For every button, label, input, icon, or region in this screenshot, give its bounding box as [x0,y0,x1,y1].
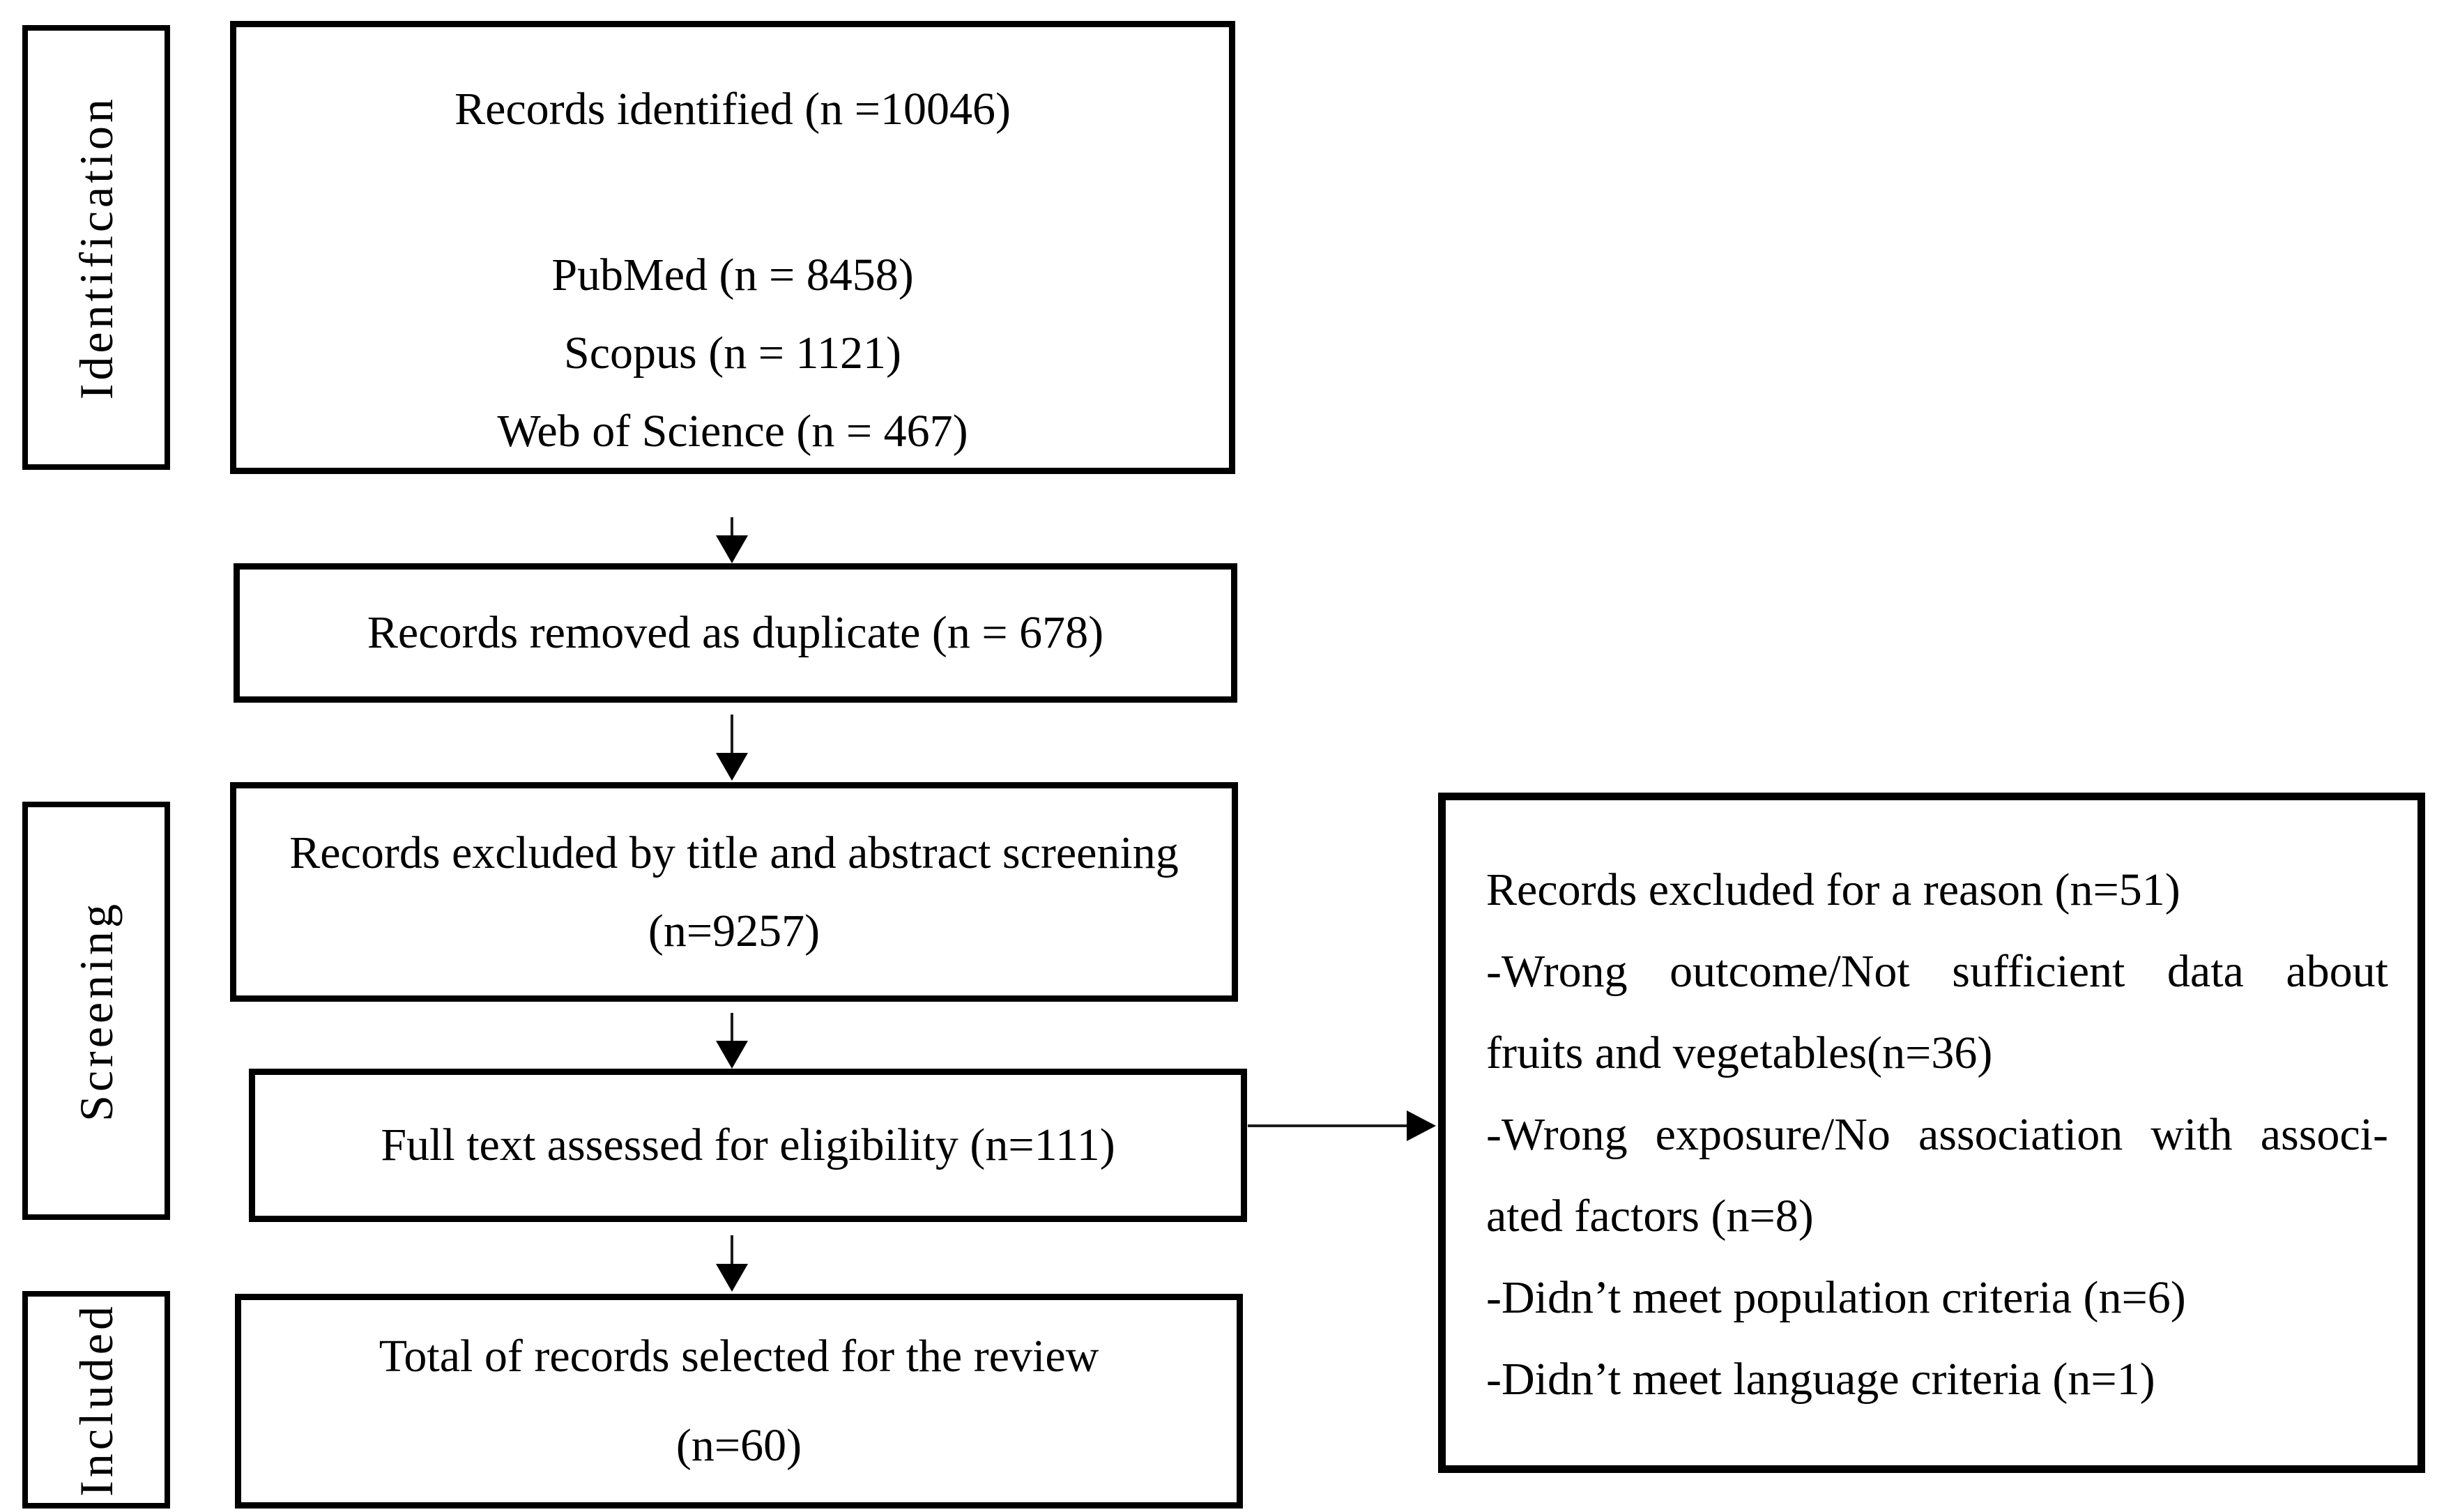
box-duplicates-removed: Records removed as duplicate (n = 678) [234,563,1237,703]
title-abstract-excluded-line1: Records excluded by title and abstract s… [289,827,1179,878]
box-exclusion-reasons: Records excluded for a reason (n=51) -Wr… [1438,793,2425,1473]
box-records-selected: Total of records selected for the review… [235,1294,1243,1509]
exclusion-reason-population: -Didn’t meet population criteria (n=6) [1486,1272,2186,1323]
records-identified-spacer [236,148,1229,236]
arrow-stem [731,1235,733,1265]
source-scopus: Scopus (n = 1121) [564,328,901,379]
full-text-assessed-text: Full text assessed for eligibility (n=11… [381,1120,1115,1170]
stage-identification-label: Identification [69,95,123,400]
arrow-head-icon [1407,1110,1436,1141]
box-full-text-assessed: Full text assessed for eligibility (n=11… [249,1069,1247,1222]
title-abstract-excluded-count: (n=9257) [648,905,820,956]
exclusion-reason-wrong-outcome: -Wrong outcome/Not sufficient data about [1486,946,2388,997]
stage-identification: Identification [22,25,170,470]
stage-included: Included [22,1291,170,1509]
exclusion-reason-wrong-exposure-cont: ated factors (n=8) [1486,1191,1814,1242]
exclusion-reasons-title: Records excluded for a reason (n=51) [1486,864,2180,915]
stage-screening: Screening [22,802,170,1220]
records-selected-count: (n=60) [675,1420,802,1471]
box-title-abstract-excluded: Records excluded by title and abstract s… [230,782,1238,1002]
records-selected-line1: Total of records selected for the review [379,1331,1099,1382]
arrow-head-icon [716,753,748,781]
duplicates-removed-text: Records removed as duplicate (n = 678) [367,607,1104,658]
arrow-stem [731,715,733,754]
arrow-stem [731,1013,733,1042]
arrow-head-icon [716,1041,748,1069]
stage-screening-label: Screening [69,900,123,1122]
arrow-head-icon [716,1264,748,1292]
box-records-identified: Records identified (n =10046) PubMed (n … [230,21,1235,474]
stage-included-label: Included [69,1303,123,1497]
arrow-stem [731,517,733,537]
arrow-head-icon [716,535,748,563]
source-web-of-science: Web of Science (n = 467) [497,406,968,457]
exclusion-reason-wrong-outcome-cont: fruits and vegetables(n=36) [1486,1028,1993,1078]
records-identified-title: Records identified (n =10046) [454,84,1011,135]
exclusion-reason-wrong-exposure: -Wrong exposure/No association with asso… [1486,1109,2388,1160]
source-pubmed: PubMed (n = 8458) [551,250,914,300]
arrow-stem [1248,1124,1408,1127]
exclusion-reason-language: -Didn’t meet language criteria (n=1) [1486,1354,2155,1405]
